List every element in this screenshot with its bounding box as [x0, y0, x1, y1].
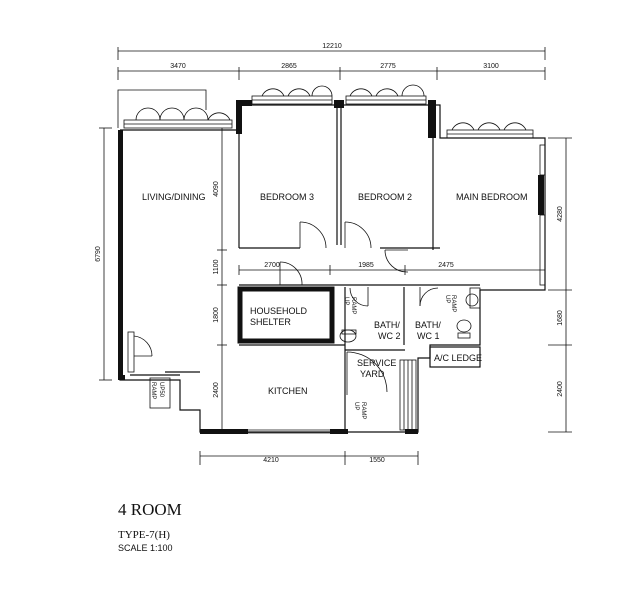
ramp-up-bath2: UP: [343, 297, 349, 305]
drawing-scale: SCALE 1:100: [118, 543, 173, 553]
room-bath-wc2-line2: WC 2: [378, 331, 401, 341]
household-shelter-walls: [237, 286, 335, 344]
dim-corridor-1: 2700: [264, 262, 280, 269]
dim-left-seg-3: 1800: [213, 307, 220, 323]
wc1-drain-icon: [465, 293, 479, 307]
room-household-shelter-line2: SHELTER: [250, 317, 291, 327]
ramp-label-bath2: RAMP: [350, 297, 356, 314]
dim-left-total: 6790: [95, 246, 102, 262]
room-ac-ledge: A/C LEDGE: [434, 353, 482, 363]
wc1-toilet-icon: [456, 319, 472, 333]
dim-overall: 12210: [322, 43, 342, 50]
dim-right-seg-2: 1680: [557, 310, 564, 326]
flat-type-code: TYPE-7(H): [118, 529, 170, 541]
dim-top-1: 3470: [170, 63, 186, 70]
dim-corridor-2: 1985: [358, 262, 374, 269]
flat-type-title: 4 ROOM: [118, 500, 182, 519]
window-casements: [135, 84, 527, 131]
ramp-label-service: RAMP: [360, 402, 366, 419]
walls: [117, 89, 546, 433]
fixtures: [339, 287, 481, 343]
dim-top-3: 2775: [380, 63, 396, 70]
dim-bottom-1: 4210: [263, 457, 279, 464]
dim-right-seg-1: 4280: [557, 206, 564, 222]
dim-corridor-3: 2475: [438, 262, 454, 269]
ramp-up50-living: UP50: [158, 382, 164, 398]
room-household-shelter-line1: HOUSEHOLD: [250, 306, 308, 316]
room-bath-wc1-line1: BATH/: [415, 320, 441, 330]
structural-walls: [118, 100, 544, 434]
room-living-dining: LIVING/DINING: [142, 192, 206, 202]
room-service-yard-line2: YARD: [360, 369, 385, 379]
ramp-up-service: UP: [353, 402, 359, 410]
dim-left-seg-1: 4090: [213, 181, 220, 197]
doors: [127, 221, 439, 409]
room-service-yard-line1: SERVICE: [357, 358, 396, 368]
ramp-label-living: RAMP: [150, 382, 156, 399]
room-bedroom-3: BEDROOM 3: [260, 192, 314, 202]
ramp-up-bath1: UP: [444, 295, 450, 303]
dim-left-seg-2: 1100: [213, 259, 220, 274]
title-block: 4 ROOM TYPE-7(H) SCALE 1:100: [118, 500, 182, 554]
dim-left-seg-4: 2400: [213, 382, 220, 398]
dim-bottom-2: 1550: [369, 457, 385, 464]
windows: [123, 95, 546, 434]
dim-top-2: 2865: [281, 63, 297, 70]
room-bath-wc1-line2: WC 1: [417, 331, 440, 341]
room-kitchen: KITCHEN: [268, 386, 308, 396]
room-bath-wc2-line1: BATH/: [374, 320, 400, 330]
dimension-lines: [99, 47, 572, 465]
dim-top-4: 3100: [483, 63, 499, 70]
room-main-bedroom: MAIN BEDROOM: [456, 192, 528, 202]
dim-right-seg-3: 2400: [557, 381, 564, 397]
room-bedroom-2: BEDROOM 2: [358, 192, 412, 202]
ramp-label-bath1: RAMP: [450, 295, 456, 312]
